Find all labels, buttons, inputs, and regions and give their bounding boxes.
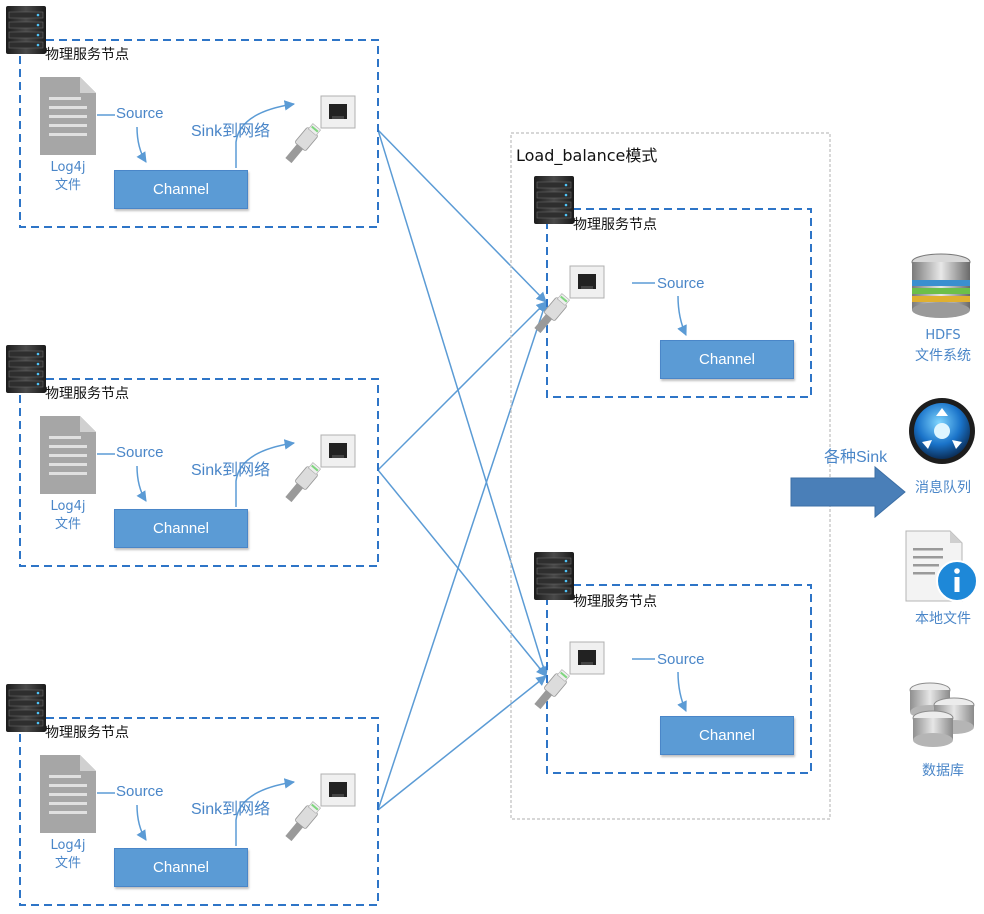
log-file-caption: Log4j 文件 xyxy=(46,837,90,873)
network-port-icon xyxy=(282,95,356,166)
network-port-icon xyxy=(531,265,605,336)
log-file-caption: Log4j 文件 xyxy=(46,498,90,534)
node-title: 物理服务节点 xyxy=(45,386,129,402)
source-label: Source xyxy=(657,275,705,292)
database-icon xyxy=(909,682,975,747)
hdfs-label: HDFS 文件系统 xyxy=(900,326,984,366)
source-label: Source xyxy=(116,783,164,800)
local-file-icon xyxy=(905,530,978,602)
hdfs-label-line2: 文件系统 xyxy=(915,348,971,364)
server-icon xyxy=(533,551,575,601)
internal-arrows xyxy=(97,100,687,846)
channel-box: Channel xyxy=(114,848,248,887)
network-port-icon xyxy=(282,434,356,505)
log-file-icon xyxy=(40,77,96,155)
node-title: 物理服务节点 xyxy=(45,47,129,63)
node-title: 物理服务节点 xyxy=(573,217,657,233)
connections xyxy=(377,129,549,811)
log-file-icon xyxy=(40,755,96,833)
node-title: 物理服务节点 xyxy=(573,594,657,610)
local-file-label: 本地文件 xyxy=(915,611,971,627)
source-label: Source xyxy=(657,651,705,668)
server-icon xyxy=(5,344,47,394)
sink-arrow xyxy=(790,465,906,519)
hdfs-label-line1: HDFS xyxy=(925,328,961,343)
sink-to-network-label: Sink到网络 xyxy=(191,123,271,140)
log-file-icon xyxy=(40,416,96,494)
sink-to-network-label: Sink到网络 xyxy=(191,801,271,818)
server-icon xyxy=(5,5,47,55)
sink-to-network-label: Sink到网络 xyxy=(191,462,271,479)
channel-box: Channel xyxy=(660,340,794,379)
load-balance-frame xyxy=(510,132,831,820)
source-node-frames xyxy=(19,39,812,906)
database-label: 数据库 xyxy=(922,763,964,779)
log-file-name: Log4j xyxy=(50,160,86,175)
network-port-icon xyxy=(282,773,356,844)
log-file-name: Log4j xyxy=(50,499,86,514)
load-balance-title: Load_balance模式 xyxy=(516,146,658,165)
channel-box: Channel xyxy=(660,716,794,755)
source-label: Source xyxy=(116,444,164,461)
network-port-icon xyxy=(531,641,605,712)
hdfs-database-icon xyxy=(911,253,971,318)
log-file-sub: 文件 xyxy=(54,178,81,193)
message-queue-icon xyxy=(909,398,975,464)
source-label: Source xyxy=(116,105,164,122)
server-icon xyxy=(5,683,47,733)
message-queue-label: 消息队列 xyxy=(915,480,971,496)
server-icon xyxy=(533,175,575,225)
log-file-sub: 文件 xyxy=(54,517,81,532)
node-title: 物理服务节点 xyxy=(45,725,129,741)
log-file-name: Log4j xyxy=(50,838,86,853)
channel-box: Channel xyxy=(114,170,248,209)
channel-box: Channel xyxy=(114,509,248,548)
log-file-sub: 文件 xyxy=(54,856,81,871)
sink-arrow-label: 各种Sink xyxy=(824,449,888,466)
log-file-caption: Log4j 文件 xyxy=(46,159,90,195)
